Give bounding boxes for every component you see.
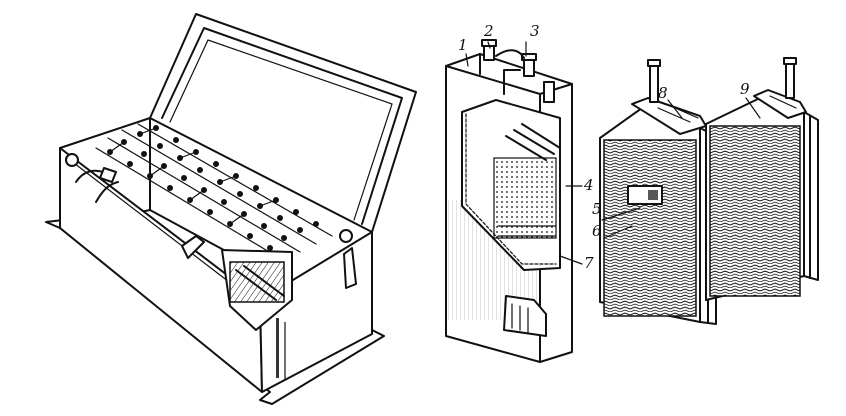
callout-3: 3 xyxy=(530,22,540,40)
plate-group-positive xyxy=(705,57,819,301)
box-right-end xyxy=(259,231,373,393)
callout-2: 2 xyxy=(483,22,494,40)
cell-rows xyxy=(95,123,333,263)
cutaway-cell xyxy=(221,249,293,331)
box-lid xyxy=(149,13,417,233)
callout-1: 1 xyxy=(458,36,468,54)
callout-8: 8 xyxy=(658,84,668,102)
battery-cell xyxy=(445,39,573,363)
cable-clamp-icon xyxy=(65,153,119,203)
terminal-post-icon xyxy=(481,39,555,103)
battery-box xyxy=(45,13,417,405)
callout-9: 9 xyxy=(740,80,750,98)
callout-leaders xyxy=(465,41,761,265)
callout-7: 7 xyxy=(584,254,594,272)
terminal-post-icon xyxy=(181,229,357,289)
inner-plates xyxy=(493,123,561,239)
callout-6: 6 xyxy=(592,222,602,240)
callout-5: 5 xyxy=(592,200,602,218)
callout-4: 4 xyxy=(583,176,594,194)
